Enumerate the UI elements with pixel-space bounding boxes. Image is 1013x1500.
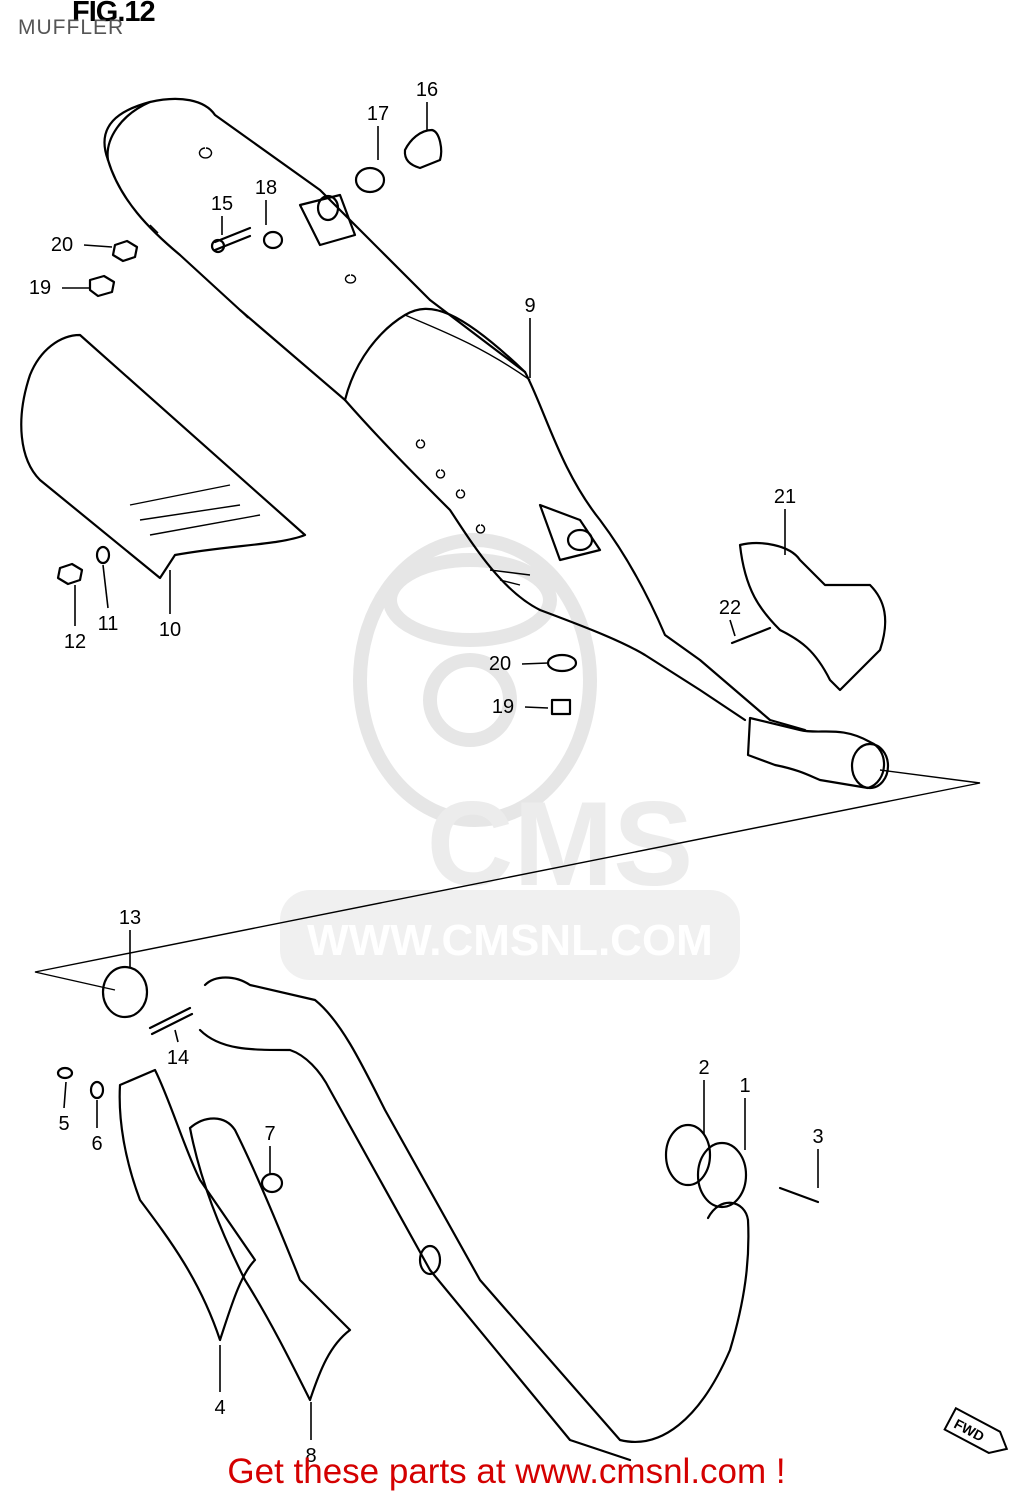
callout-number: 19 <box>29 277 51 299</box>
callout-number: 3 <box>812 1126 823 1148</box>
cmsnl-watermark: CMS WWW.CMSNL.COM <box>280 533 740 980</box>
exhaust-pipe <box>101 965 820 1462</box>
callout-number: 14 <box>167 1047 189 1069</box>
callout-number: 15 <box>211 193 233 215</box>
callout-number: 17 <box>367 103 389 125</box>
callout-leader-20 <box>83 244 113 248</box>
callout-number: 20 <box>51 234 73 256</box>
callout-number: 2 <box>698 1057 709 1079</box>
heat-shield-21 <box>738 542 887 692</box>
pipe-guards <box>56 1066 352 1402</box>
callout-number: 7 <box>264 1123 275 1145</box>
callout-number: 19 <box>492 696 514 718</box>
callout-number: 13 <box>119 907 141 929</box>
callout-number: 10 <box>159 619 181 641</box>
watermark-logo-text: CMS <box>427 777 694 911</box>
callout-number: 18 <box>255 177 277 199</box>
callout-number: 9 <box>524 295 535 317</box>
callout-number: 6 <box>91 1133 102 1155</box>
callout-leader-22 <box>729 619 736 637</box>
callout-number: 12 <box>64 631 86 653</box>
callout-number: 5 <box>58 1113 69 1135</box>
callout-number: 22 <box>719 597 741 619</box>
fasteners-top <box>56 128 772 716</box>
callout-number: 16 <box>416 79 438 101</box>
watermark-url-text: WWW.CMSNL.COM <box>307 916 713 965</box>
callout-leader-20 <box>521 662 549 665</box>
callout-leader-5 <box>63 1081 67 1109</box>
callout-leader-11 <box>102 564 109 609</box>
callout-number: 20 <box>489 653 511 675</box>
callout-number: 21 <box>774 486 796 508</box>
callout-number: 4 <box>214 1397 225 1419</box>
callout-leader-14 <box>174 1029 179 1043</box>
figure-subtitle: MUFFLER <box>18 16 125 39</box>
figure-title: FIG.12 <box>72 0 156 28</box>
callout-number: 8 <box>305 1445 316 1467</box>
muffler-body <box>103 97 890 790</box>
cut-line <box>34 769 981 991</box>
parts-cta-link[interactable]: Get these parts at www.cmsnl.com ! <box>227 1452 786 1491</box>
heat-shield-upper <box>20 333 307 580</box>
callout-leader-19 <box>524 706 549 709</box>
callout-number: 1 <box>739 1075 750 1097</box>
callout-number: 11 <box>98 613 119 635</box>
